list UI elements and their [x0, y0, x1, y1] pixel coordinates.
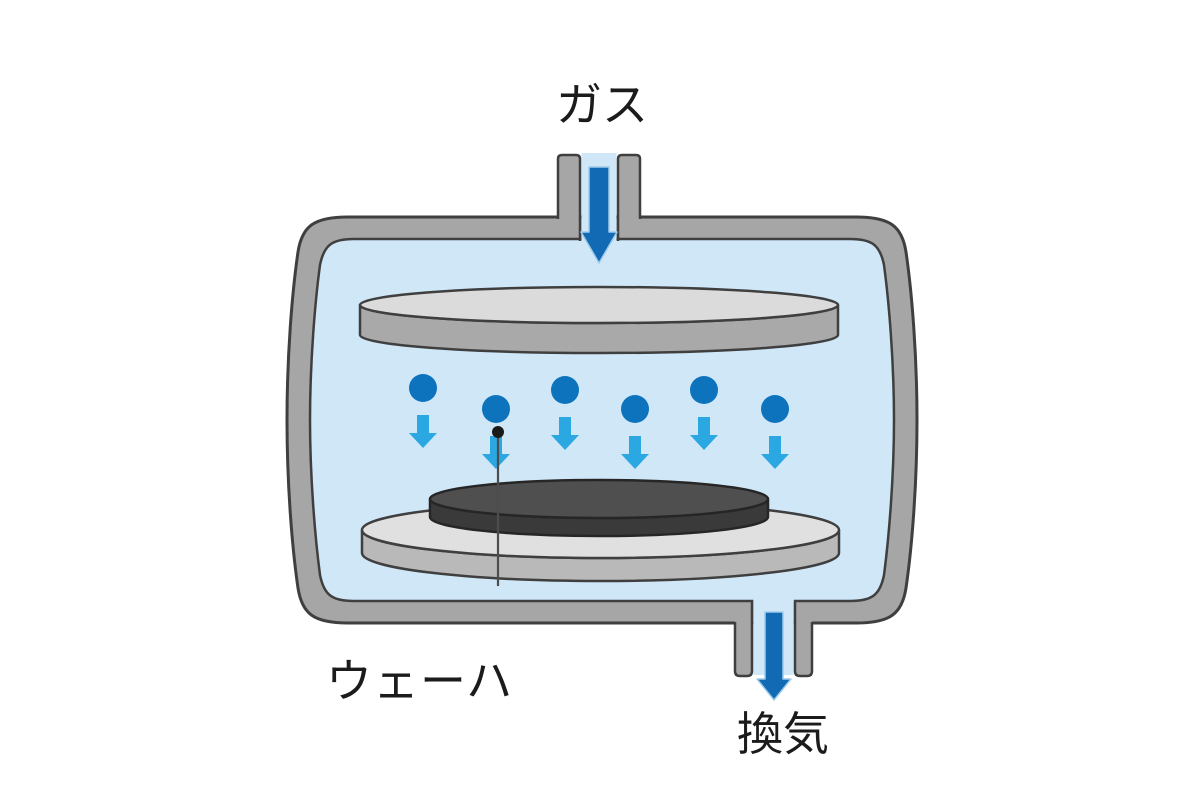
- exhaust-right-wall-outline: [793, 602, 814, 678]
- gas-molecule-dot: [551, 376, 579, 404]
- gas-molecule-dot: [621, 395, 649, 423]
- shower-head-disc-top: [358, 285, 840, 325]
- gas-molecule-down-arrow-icon: [409, 415, 437, 448]
- gas-molecule-down-arrow-icon: [621, 436, 649, 469]
- gas-molecule-dot: [482, 395, 510, 423]
- exhaust-left-wall-outline: [733, 602, 754, 678]
- gas-molecule-dot: [690, 376, 718, 404]
- wafer-disc-top: [428, 478, 770, 520]
- wafer-label: ウェーハ: [326, 654, 513, 708]
- exhaust-left-wall: [735, 617, 752, 676]
- vent-label: 換気: [737, 707, 829, 761]
- exhaust-pipe: [733, 594, 814, 701]
- gas-flow-down-arrow-icon: [580, 166, 618, 264]
- gas-inlet-left-wall-outline: [556, 153, 582, 241]
- shower-head-disc: [358, 285, 840, 355]
- wafer-disc: [428, 478, 770, 538]
- molecules: [409, 374, 789, 469]
- wafer-pointer: [492, 426, 504, 586]
- gas-molecule-down-arrow-icon: [551, 417, 579, 450]
- gas-molecule-down-arrow-icon: [482, 436, 510, 469]
- gas-molecule-down-arrow-icon: [690, 417, 718, 450]
- gas-molecule-dot: [409, 374, 437, 402]
- exhaust-flow-down-arrow-icon: [756, 611, 792, 701]
- wafer-pointer-dot: [492, 426, 504, 438]
- gas-inlet-pipe: [556, 153, 642, 264]
- gas-molecule-down-arrow-icon: [761, 436, 789, 469]
- gas-inlet-right-wall: [618, 155, 640, 219]
- gas-molecule-dot: [761, 395, 789, 423]
- gas-inlet-left-wall: [558, 155, 580, 219]
- exhaust-right-wall: [795, 617, 812, 676]
- gas-inlet-right-wall-outline: [616, 153, 642, 241]
- gas-label: ガス: [556, 78, 648, 132]
